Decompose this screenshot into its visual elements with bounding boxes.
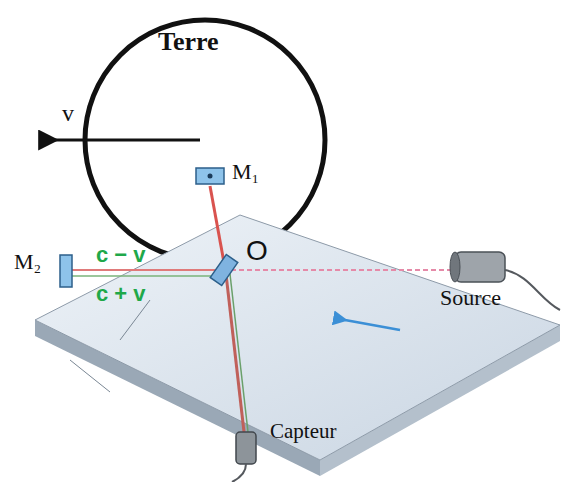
board-line (70, 360, 110, 392)
beam-splitter (210, 255, 238, 286)
beam-m1 (210, 186, 225, 268)
label: c − v (96, 243, 146, 267)
label: M₂ (14, 250, 41, 274)
label: Source (440, 286, 501, 310)
beam-m2 (72, 269, 220, 271)
mirror-m1 (196, 168, 224, 184)
label: Terre (158, 28, 219, 57)
velocity-arrow (55, 139, 200, 142)
blue-arrow (345, 320, 400, 330)
capteur-device (232, 432, 256, 482)
beam-capteur (226, 274, 244, 432)
mirror-m2 (60, 255, 72, 287)
label: O (246, 236, 268, 267)
label: M₁ (232, 160, 259, 184)
board (35, 215, 560, 460)
mirror-m1-screw (208, 174, 213, 179)
beam-capteur-green (230, 274, 248, 432)
label: Capteur (270, 420, 336, 443)
label: c + v (96, 282, 146, 306)
label: v (62, 100, 74, 126)
source-beam (232, 269, 452, 271)
beam-m2-return (72, 275, 220, 277)
